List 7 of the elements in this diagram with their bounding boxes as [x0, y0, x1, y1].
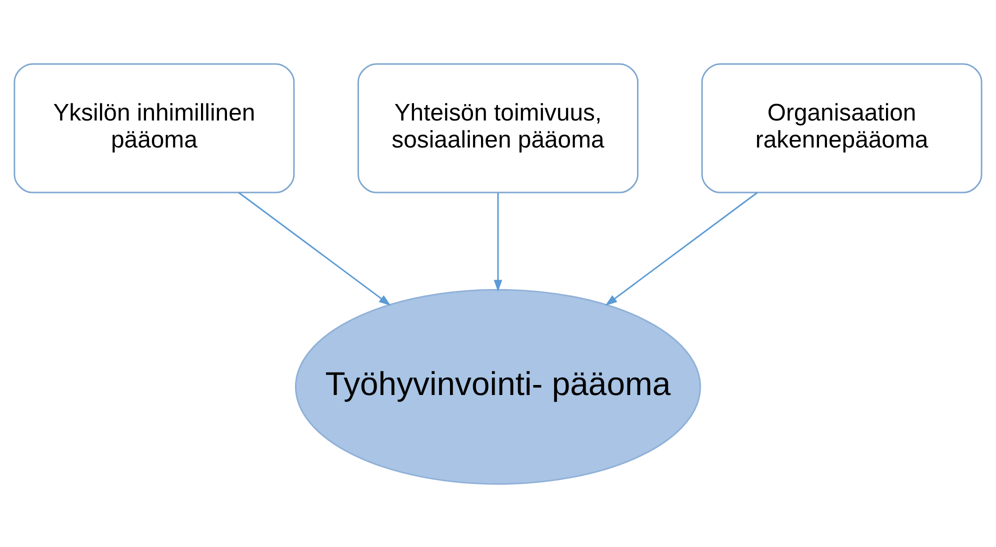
node-box: Organisaation rakennepääoma [701, 62, 982, 193]
arrow [605, 192, 758, 306]
arrow [494, 192, 502, 292]
arrow [238, 192, 391, 306]
node-ellipse: Työhyvinvointi- pääoma [294, 288, 702, 484]
node-box: Yksilön inhimillinen pääoma [14, 62, 295, 193]
node-box: Yhteisön toimivuus, sosiaalinen pääoma [357, 62, 639, 193]
